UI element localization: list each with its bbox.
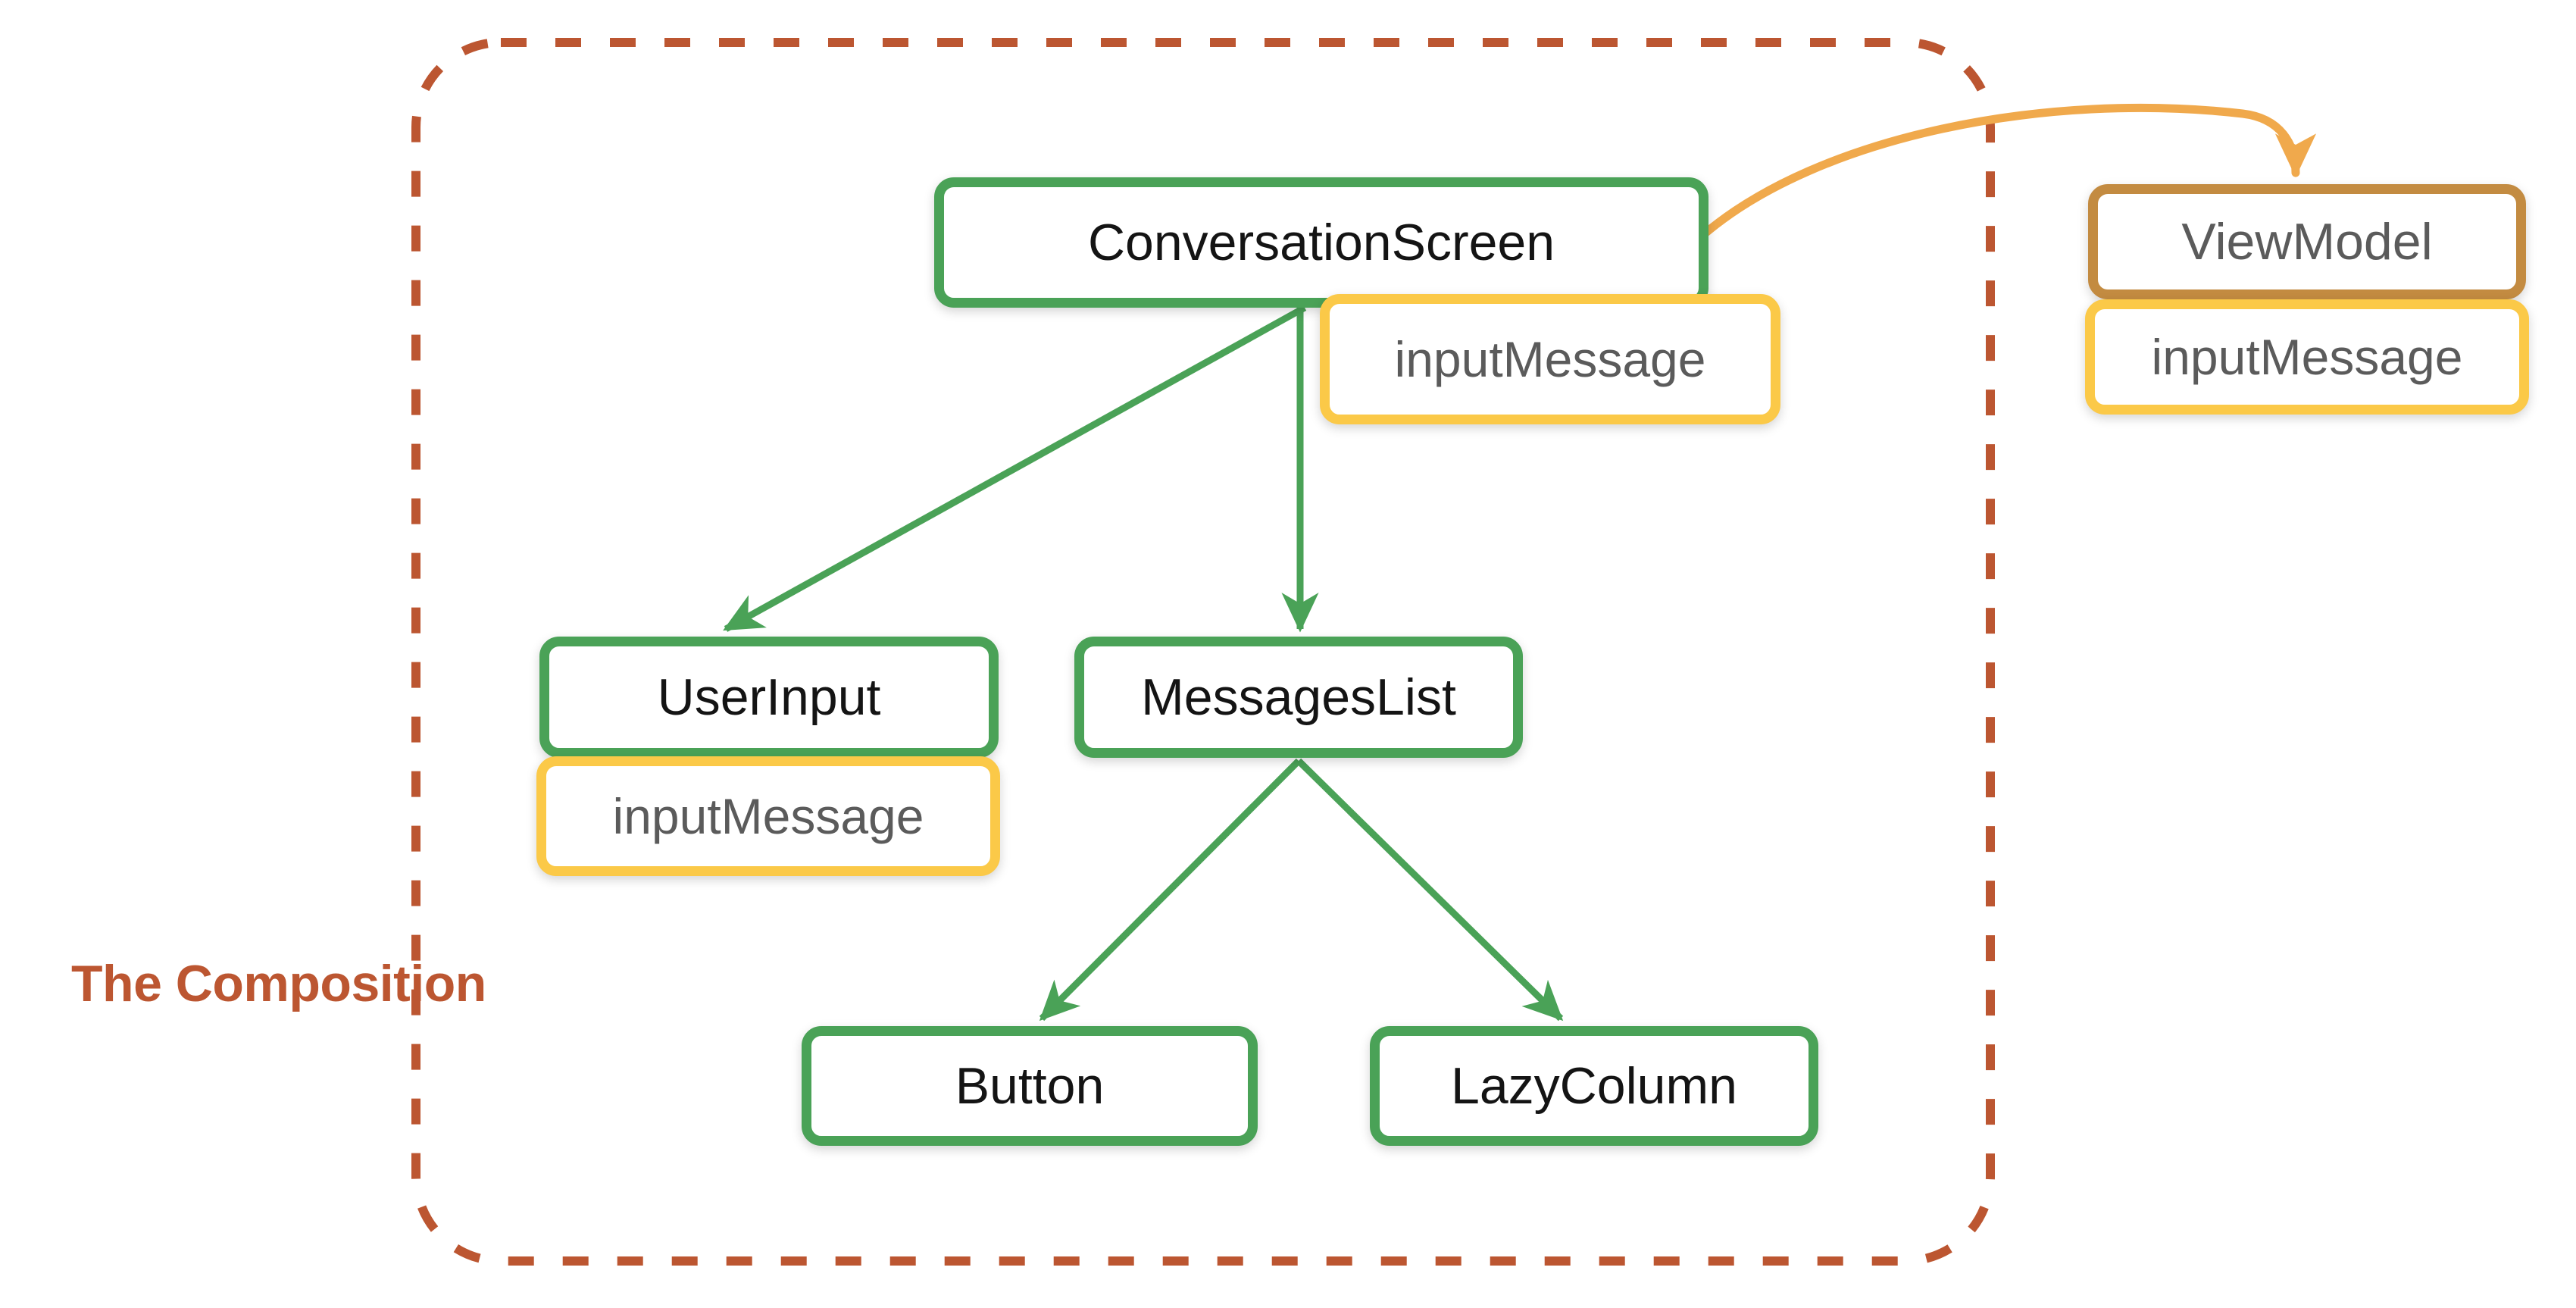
node-messages-list[interactable]: MessagesList: [1074, 637, 1523, 758]
node-view-model-state-label: inputMessage: [2151, 329, 2463, 385]
node-user-input[interactable]: UserInput: [539, 637, 999, 758]
edge-messageslist-lazycolumn: [1296, 758, 1564, 1022]
node-lazy-column[interactable]: LazyColumn: [1370, 1026, 1818, 1146]
node-user-input-state[interactable]: inputMessage: [536, 756, 1000, 876]
node-user-input-label: UserInput: [657, 668, 881, 726]
node-messages-list-label: MessagesList: [1141, 668, 1456, 726]
node-conversation-screen-state[interactable]: inputMessage: [1320, 294, 1780, 424]
edge-messageslist-button: [1039, 758, 1302, 1022]
node-lazy-column-label: LazyColumn: [1451, 1057, 1737, 1115]
node-button-label: Button: [955, 1057, 1105, 1115]
node-conversation-screen[interactable]: ConversationScreen: [934, 177, 1708, 308]
node-conversation-screen-state-label: inputMessage: [1394, 331, 1706, 387]
node-view-model[interactable]: ViewModel: [2088, 184, 2526, 299]
node-conversation-screen-label: ConversationScreen: [1087, 214, 1555, 271]
composition-scope-label: The Composition: [71, 955, 486, 1012]
node-button[interactable]: Button: [802, 1026, 1258, 1146]
edge-conversationscreen-userinput: [723, 305, 1307, 632]
node-view-model-state[interactable]: inputMessage: [2085, 299, 2529, 415]
node-user-input-state-label: inputMessage: [612, 788, 924, 844]
node-view-model-label: ViewModel: [2181, 213, 2433, 271]
